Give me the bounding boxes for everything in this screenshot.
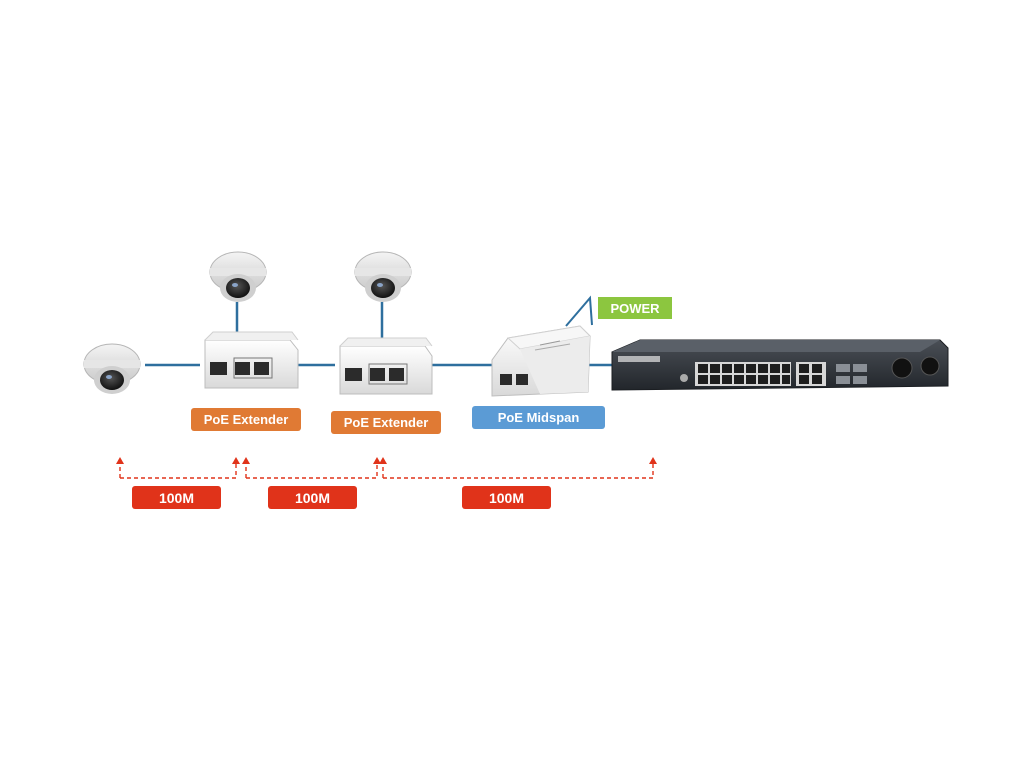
dome-camera-1 xyxy=(83,343,141,394)
poe-extender-2-label: PoE Extender xyxy=(331,411,441,434)
distance-arrowheads xyxy=(116,457,657,464)
distance-bracket-3 xyxy=(382,460,654,479)
distance-label-3: 100M xyxy=(462,486,551,509)
dome-camera-3 xyxy=(354,251,412,302)
poe-extender-1 xyxy=(204,331,299,389)
poe-extender-1-label: PoE Extender xyxy=(191,408,301,431)
poe-switch xyxy=(611,339,949,391)
poe-extender-2 xyxy=(339,337,433,395)
distance-label-1: 100M xyxy=(132,486,221,509)
cables xyxy=(145,295,612,367)
distance-label-2: 100M xyxy=(268,486,357,509)
distance-bracket-2 xyxy=(245,460,378,479)
power-label: POWER xyxy=(598,297,672,319)
poe-midspan xyxy=(491,325,592,397)
poe-midspan-label: PoE Midspan xyxy=(472,406,605,429)
distance-markers xyxy=(116,457,657,479)
distance-bracket-1 xyxy=(119,460,237,479)
dome-camera-2 xyxy=(209,251,267,302)
cable-midspan-power xyxy=(565,295,593,327)
